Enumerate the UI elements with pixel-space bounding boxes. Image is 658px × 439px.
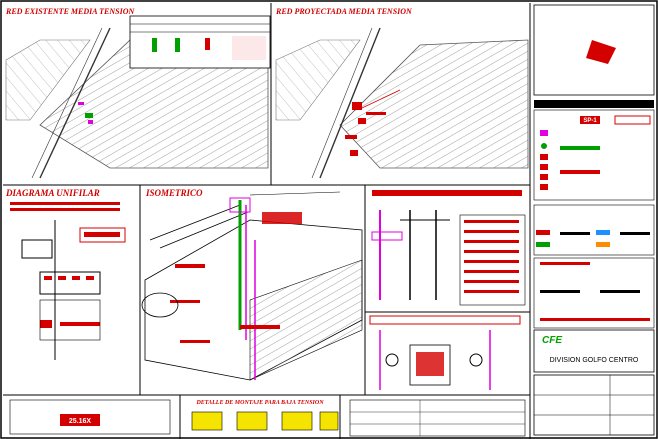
projected-network-title: RED PROYECTADA MEDIA TENSION <box>275 7 413 16</box>
division-name: DIVISION GOLFO CENTRO <box>550 357 639 364</box>
value-box: 25.16X <box>69 418 92 425</box>
single-line-diagram-panel: DIAGRAMA UNIFILAR <box>5 188 126 360</box>
right-column: SP-1 CFE <box>533 4 655 436</box>
bottom-strip: 25.16X DETALLE DE MONTAJE PARA BAJA TENS… <box>9 399 526 437</box>
isometric-panel: ISOMETRICO <box>141 188 363 381</box>
title-block <box>533 374 655 436</box>
meter-detail-panel <box>369 315 521 390</box>
color-legend <box>533 204 655 256</box>
vehicle-outline <box>141 292 179 318</box>
projected-network-panel: RED PROYECTADA MEDIA TENSION <box>275 7 529 179</box>
project-notes <box>533 257 655 329</box>
existing-line <box>39 27 111 179</box>
cfe-block: CFE DIVISION GOLFO CENTRO <box>533 329 655 373</box>
existing-network-title: RED EXISTENTE MEDIA TENSION <box>5 7 135 16</box>
isometric-title: ISOMETRICO <box>145 188 203 198</box>
yellow-details <box>191 411 339 431</box>
cfe-logo: CFE <box>542 335 562 346</box>
panel-grid <box>3 3 531 439</box>
single-line-diagram-title: DIAGRAMA UNIFILAR <box>5 188 100 198</box>
location-map <box>533 4 655 96</box>
legend-badge: SP-1 <box>583 118 597 124</box>
legend-table: SP-1 <box>533 109 655 201</box>
installation-detail-title: DETALLE DE MONTAJE PARA BAJA TENSION <box>195 400 324 406</box>
existing-network-panel: RED EXISTENTE MEDIA TENSION <box>5 7 271 179</box>
transformer-detail-panel <box>371 190 526 306</box>
